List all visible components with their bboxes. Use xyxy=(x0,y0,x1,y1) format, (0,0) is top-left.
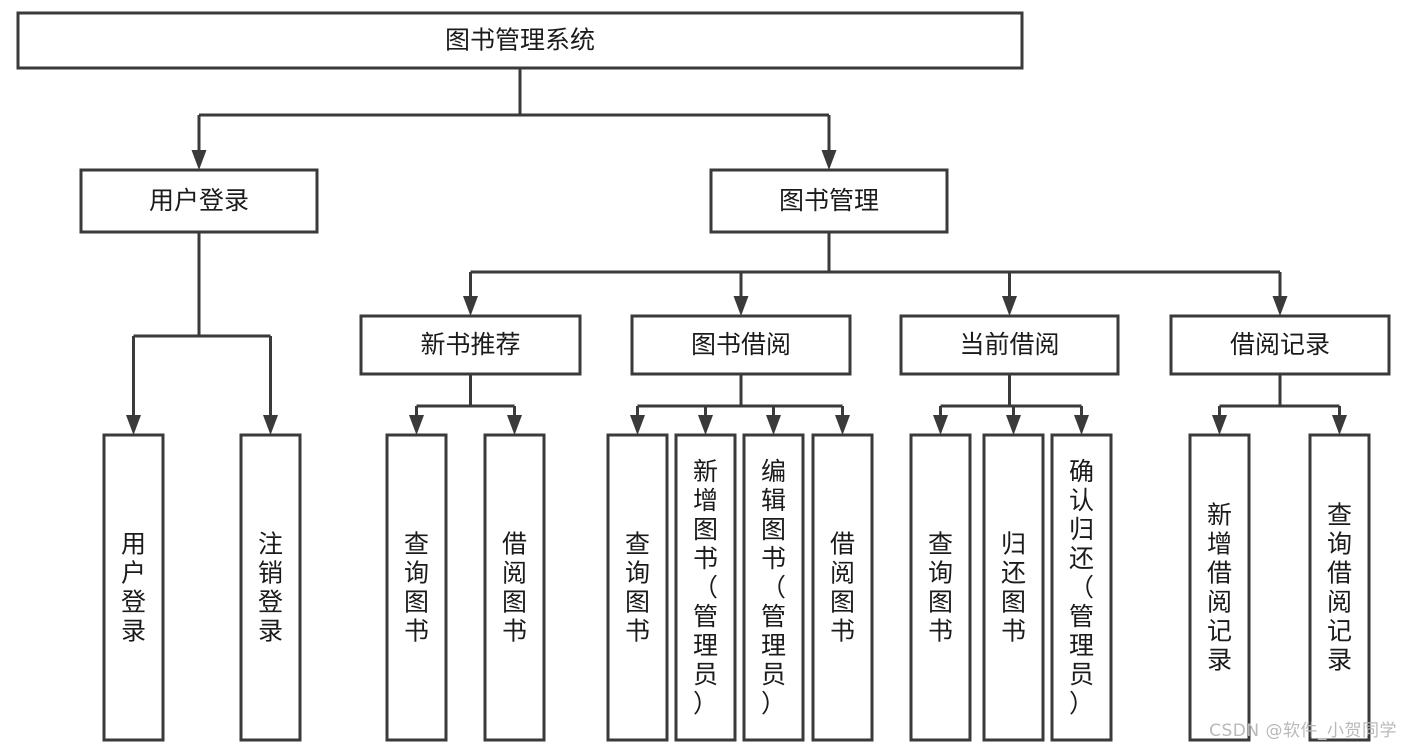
node-label-l8: 借阅图书 xyxy=(830,530,855,646)
node-label-l1: 用户登录 xyxy=(121,530,146,646)
arrow-head-icon xyxy=(263,415,278,435)
node-label-l13: 查询借阅记录 xyxy=(1327,501,1352,675)
arrow-head-icon xyxy=(191,150,207,170)
node-box-l2 xyxy=(239,433,302,742)
node-box-borrow xyxy=(630,314,852,376)
node-box-l4 xyxy=(483,433,546,742)
arrow-head-icon xyxy=(463,296,478,316)
node-box-current xyxy=(899,314,1120,376)
node-box-l3 xyxy=(385,433,448,742)
node-label-l7: 编辑图书（管理员） xyxy=(761,457,786,718)
node-label-borrow: 图书借阅 xyxy=(691,330,791,359)
node-box-l8 xyxy=(811,433,874,742)
node-l11[interactable]: 确认归还（管理员） xyxy=(1050,433,1113,742)
node-label-l9: 查询图书 xyxy=(928,530,953,646)
connector-group-login xyxy=(126,232,278,435)
node-box-bookmgmt xyxy=(709,168,949,234)
node-l1[interactable]: 用户登录 xyxy=(102,433,165,742)
node-label-current: 当前借阅 xyxy=(959,330,1059,359)
arrow-head-icon xyxy=(1002,296,1017,316)
node-l7[interactable]: 编辑图书（管理员） xyxy=(742,433,805,742)
node-box-l9 xyxy=(909,433,972,742)
connector-group-records xyxy=(1212,374,1347,435)
connector-group-current xyxy=(933,374,1089,435)
connector-group-borrow xyxy=(630,374,850,435)
node-records[interactable]: 借阅记录 xyxy=(1169,314,1391,376)
connector-group-root xyxy=(191,68,837,170)
node-label-l10: 归还图书 xyxy=(1001,530,1026,646)
node-label-l6: 新增图书（管理员） xyxy=(693,457,718,718)
arrow-head-icon xyxy=(507,415,522,435)
arrow-head-icon xyxy=(1332,415,1347,435)
node-box-l11 xyxy=(1050,433,1113,742)
node-l9[interactable]: 查询图书 xyxy=(909,433,972,742)
node-l3[interactable]: 查询图书 xyxy=(385,433,448,742)
node-label-l5: 查询图书 xyxy=(625,530,650,646)
arrow-head-icon xyxy=(933,415,948,435)
node-label-bookmgmt: 图书管理 xyxy=(779,186,879,215)
node-label-l3: 查询图书 xyxy=(404,530,429,646)
node-borrow[interactable]: 图书借阅 xyxy=(630,314,852,376)
node-label-login: 用户登录 xyxy=(149,186,249,215)
node-box-l5 xyxy=(606,433,669,742)
arrow-head-icon xyxy=(698,415,713,435)
arrow-head-icon xyxy=(1272,296,1288,316)
node-box-login xyxy=(79,168,319,234)
node-newbook[interactable]: 新书推荐 xyxy=(359,314,582,376)
node-l8[interactable]: 借阅图书 xyxy=(811,433,874,742)
node-box-records xyxy=(1169,314,1391,376)
node-box-l10 xyxy=(982,433,1045,742)
node-l13[interactable]: 查询借阅记录 xyxy=(1308,433,1371,742)
node-label-l2: 注销登录 xyxy=(258,530,283,646)
node-login[interactable]: 用户登录 xyxy=(79,168,319,234)
node-label-l12: 新增借阅记录 xyxy=(1207,501,1232,675)
node-label-l11: 确认归还（管理员） xyxy=(1069,457,1094,718)
node-current[interactable]: 当前借阅 xyxy=(899,314,1120,376)
connector-group-bookmgmt xyxy=(463,232,1288,316)
node-box-l12 xyxy=(1188,433,1251,742)
node-box-l6 xyxy=(674,433,737,742)
node-label-records: 借阅记录 xyxy=(1230,330,1330,359)
node-box-newbook xyxy=(359,314,582,376)
connection-layer xyxy=(126,68,1347,435)
arrow-head-icon xyxy=(835,415,850,435)
arrow-head-icon xyxy=(733,296,749,316)
arrow-head-icon xyxy=(1212,415,1227,435)
arrow-head-icon xyxy=(1074,415,1089,435)
arrow-head-icon xyxy=(409,415,424,435)
arrow-head-icon xyxy=(766,415,781,435)
node-box-l1 xyxy=(102,433,165,742)
arrow-head-icon xyxy=(126,415,141,435)
node-l12[interactable]: 新增借阅记录 xyxy=(1188,433,1251,742)
arrow-head-icon xyxy=(630,415,645,435)
node-l5[interactable]: 查询图书 xyxy=(606,433,669,742)
node-label-l4: 借阅图书 xyxy=(502,530,527,646)
node-box-l13 xyxy=(1308,433,1371,742)
node-box-root xyxy=(16,11,1024,70)
node-layer: 图书管理系统用户登录图书管理新书推荐图书借阅当前借阅借阅记录用户登录注销登录查询… xyxy=(16,11,1391,742)
node-root[interactable]: 图书管理系统 xyxy=(16,11,1024,70)
connector-group-newbook xyxy=(409,374,522,435)
node-l6[interactable]: 新增图书（管理员） xyxy=(674,433,737,742)
node-l10[interactable]: 归还图书 xyxy=(982,433,1045,742)
node-bookmgmt[interactable]: 图书管理 xyxy=(709,168,949,234)
node-label-root: 图书管理系统 xyxy=(445,26,595,55)
arrow-head-icon xyxy=(821,150,837,170)
node-l4[interactable]: 借阅图书 xyxy=(483,433,546,742)
arrow-head-icon xyxy=(1006,415,1021,435)
node-label-newbook: 新书推荐 xyxy=(420,330,520,359)
node-l2[interactable]: 注销登录 xyxy=(239,433,302,742)
node-box-l7 xyxy=(742,433,805,742)
